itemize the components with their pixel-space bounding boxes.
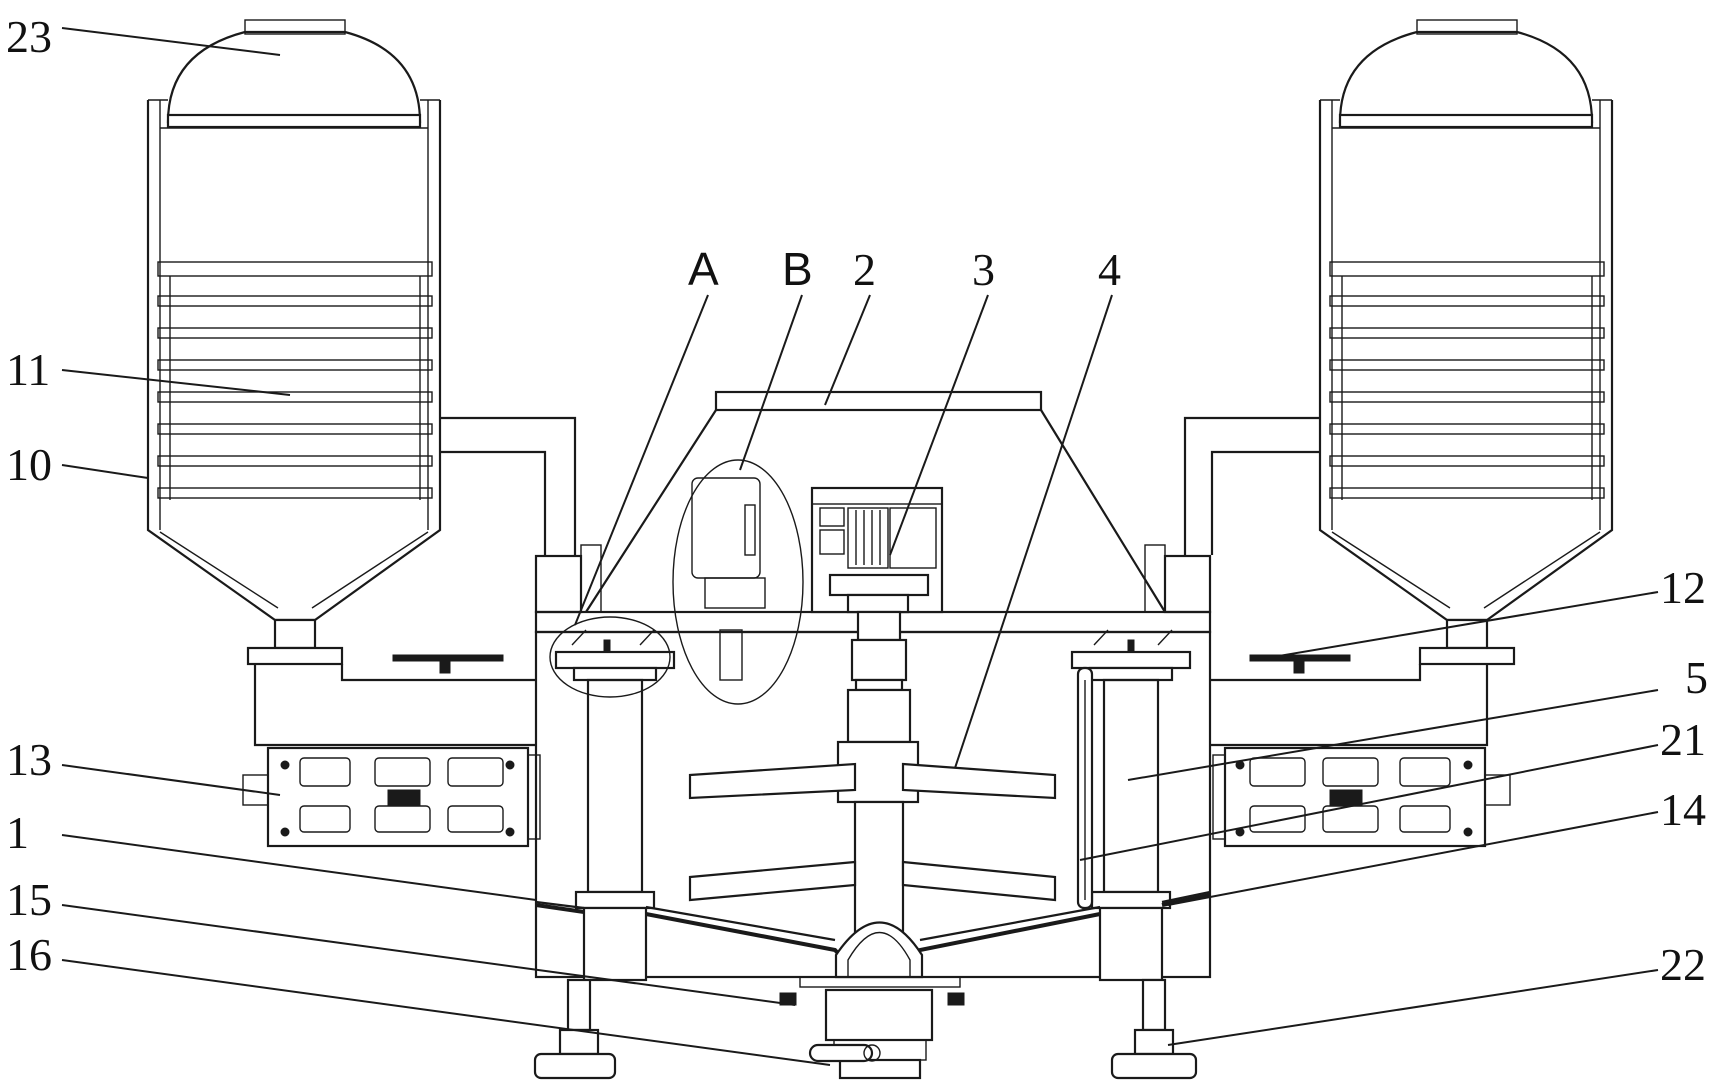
left-bolts: [571, 629, 655, 653]
left-feed-pipe: [440, 416, 577, 555]
motor: [810, 486, 944, 614]
label-4: 4: [1098, 244, 1121, 295]
label-23: 23: [6, 11, 52, 62]
left-filter-plates: [157, 261, 433, 500]
left-column: [554, 629, 676, 982]
hood: [585, 390, 1166, 613]
right-screen-unit: [1212, 746, 1511, 848]
label-15: 15: [6, 874, 52, 925]
left-valve-12-style: [392, 654, 504, 674]
left-screen-unit: [242, 746, 541, 848]
label-11: 11: [6, 344, 50, 395]
label-5: 5: [1685, 652, 1708, 703]
right-hopper-dome: [1338, 30, 1594, 124]
level-gauge: [1076, 666, 1094, 910]
label-21: 21: [1660, 714, 1706, 765]
mixing-blades: [688, 762, 1057, 902]
left-foot: [533, 978, 617, 1080]
inclined-bottom: [535, 890, 1211, 964]
label-10: 10: [6, 439, 52, 490]
leader-lines: [61, 27, 1659, 1066]
detail-circle-a: [549, 616, 671, 698]
label-12: 12: [1660, 562, 1706, 613]
label-22: 22: [1660, 939, 1706, 990]
label-1: 1: [6, 807, 29, 858]
right-valve: [1249, 654, 1351, 674]
right-filter-plates: [1329, 261, 1605, 500]
right-foot: [1110, 978, 1198, 1080]
detail-circle-b: [672, 459, 804, 705]
detail-b-content: [691, 477, 766, 681]
right-feed-pipe: [1183, 416, 1320, 555]
label-a: A: [688, 243, 719, 295]
discharge-outlet: [779, 921, 965, 1080]
label-3: 3: [972, 244, 995, 295]
right-duct: [1210, 664, 1489, 747]
label-14: 14: [1660, 784, 1706, 835]
label-16: 16: [6, 929, 52, 980]
label-13: 13: [6, 734, 52, 785]
part-labels: 23 11 10 A B 2 3 4 12 5 21 13 14 1 15 16…: [6, 11, 1708, 990]
label-2: 2: [853, 244, 876, 295]
left-hopper: [146, 19, 442, 666]
label-b: B: [782, 243, 813, 295]
agitator-shaft: [836, 610, 920, 939]
left-duct: [253, 664, 536, 747]
right-hopper: [1318, 19, 1614, 666]
